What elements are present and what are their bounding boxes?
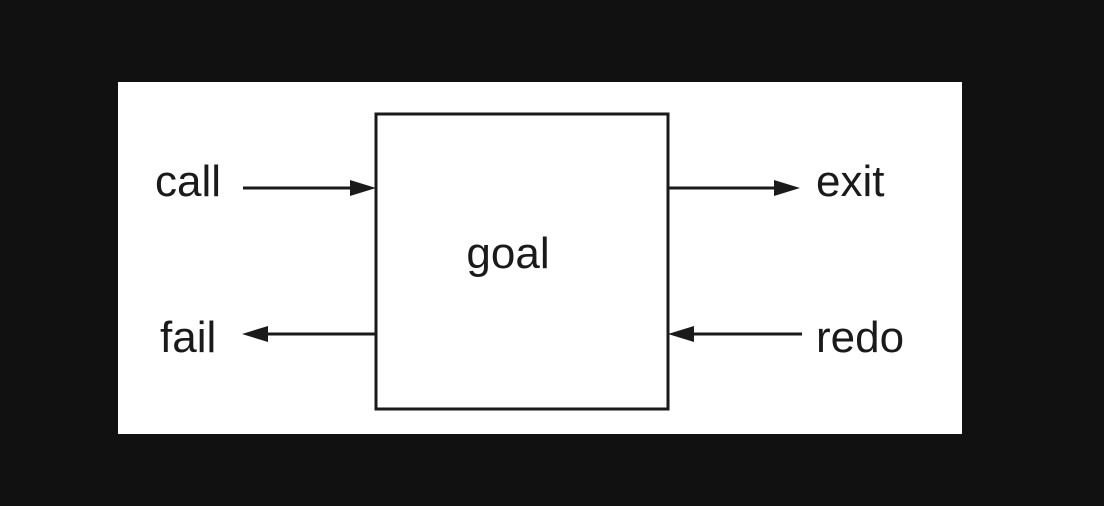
fail-arrowhead xyxy=(242,326,268,342)
redo-label: redo xyxy=(816,313,904,362)
fail-label: fail xyxy=(160,313,216,362)
goal-label: goal xyxy=(466,229,549,278)
call-arrowhead xyxy=(350,180,376,196)
call-label: call xyxy=(155,157,221,206)
goal-box xyxy=(374,112,670,411)
exit-arrowhead xyxy=(774,180,800,196)
redo-arrowhead xyxy=(668,326,694,342)
exit-label: exit xyxy=(816,157,884,206)
